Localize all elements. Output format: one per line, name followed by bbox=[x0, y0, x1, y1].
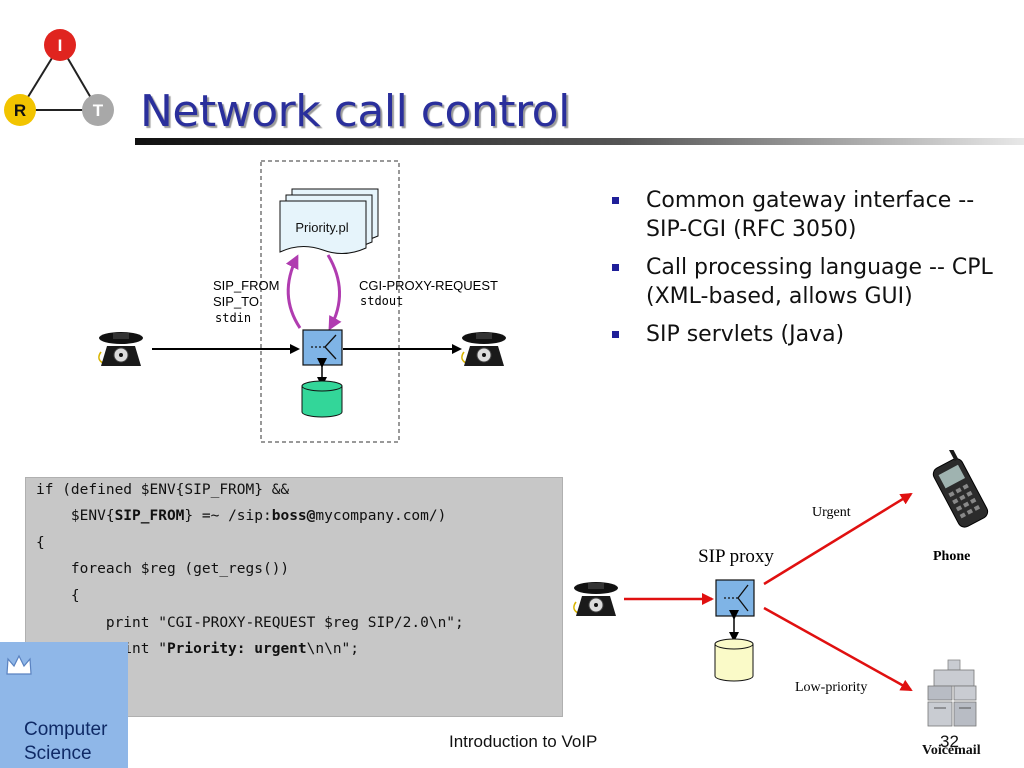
bullet-text: Call processing language -- CPL (XML-bas… bbox=[646, 255, 993, 309]
code-line: $ENV{SIP_FROM} =~ /sip:boss@mycompany.co… bbox=[36, 508, 447, 524]
sip-to-label: SIP_TO bbox=[213, 294, 259, 309]
bullet-square-icon bbox=[612, 264, 619, 271]
routing-diagram: SIP proxy Urgent Low-priority Phone bbox=[573, 450, 989, 727]
irt-logo-icon: I R T bbox=[4, 29, 114, 126]
title-rule bbox=[135, 138, 1024, 145]
database-icon bbox=[301, 380, 343, 418]
bullet-item: Common gateway interface -- SIP-CGI (RFC… bbox=[608, 186, 1018, 244]
stdout-arrow bbox=[326, 254, 342, 331]
stdin-arrow bbox=[285, 254, 302, 329]
cgi-proxy-request-label: CGI-PROXY-REQUEST bbox=[359, 278, 498, 293]
proxy-icon bbox=[302, 329, 343, 366]
voicemail-label: Voicemail bbox=[922, 743, 981, 758]
document-stack-icon bbox=[279, 188, 379, 254]
logo-letter-r: R bbox=[14, 101, 26, 120]
stdout-label: stdout bbox=[360, 294, 403, 308]
voicemail-server-icon bbox=[927, 659, 977, 727]
page-number: 32 bbox=[940, 732, 959, 751]
code-line: foreach $reg (get_regs()) bbox=[36, 561, 290, 577]
footer-title: Introduction to VoIP bbox=[449, 732, 598, 751]
bullet-list: Common gateway interface -- SIP-CGI (RFC… bbox=[608, 186, 1018, 358]
logo-letter-t: T bbox=[93, 101, 104, 120]
telephone-icon bbox=[573, 581, 619, 617]
low-priority-route-arrow bbox=[763, 606, 913, 692]
phone-label: Phone bbox=[933, 549, 970, 564]
logo-letter-i: I bbox=[58, 36, 63, 55]
bullet-square-icon bbox=[612, 197, 619, 204]
mobile-phone-icon bbox=[932, 450, 989, 528]
telephone-icon bbox=[98, 331, 144, 367]
code-line: if (defined $ENV{SIP_FROM} && bbox=[36, 482, 290, 498]
telephone-icon bbox=[461, 331, 507, 367]
bullet-item: Call processing language -- CPL (XML-bas… bbox=[608, 253, 1018, 311]
urgent-label: Urgent bbox=[812, 505, 851, 520]
code-line: { bbox=[36, 535, 45, 551]
cgi-diagram: Priority.pl SIP_FROM SIP_TO stdin CGI-PR… bbox=[98, 160, 507, 443]
bullet-item: SIP servlets (Java) bbox=[608, 320, 1018, 349]
database-icon bbox=[714, 638, 754, 682]
stdin-label: stdin bbox=[215, 311, 251, 325]
code-line: print "CGI-PROXY-REQUEST $reg SIP/2.0\n"… bbox=[36, 615, 464, 631]
crown-logo-icon bbox=[6, 654, 32, 675]
code-line: { bbox=[36, 588, 80, 604]
department-name: Computer Science bbox=[24, 718, 107, 766]
slide-title: Network call control bbox=[140, 86, 570, 137]
department-word: Computer bbox=[24, 719, 108, 740]
department-word: Science bbox=[24, 743, 92, 764]
low-priority-label: Low-priority bbox=[795, 680, 867, 695]
bullet-text: Common gateway interface -- SIP-CGI (RFC… bbox=[646, 188, 975, 242]
bullet-square-icon bbox=[612, 331, 619, 338]
sip-from-label: SIP_FROM bbox=[213, 278, 279, 293]
sip-proxy-label: SIP proxy bbox=[698, 546, 774, 567]
urgent-route-arrow bbox=[763, 492, 913, 586]
proxy-icon bbox=[715, 579, 755, 617]
bullet-text: SIP servlets (Java) bbox=[646, 322, 845, 347]
script-name: Priority.pl bbox=[295, 220, 348, 235]
